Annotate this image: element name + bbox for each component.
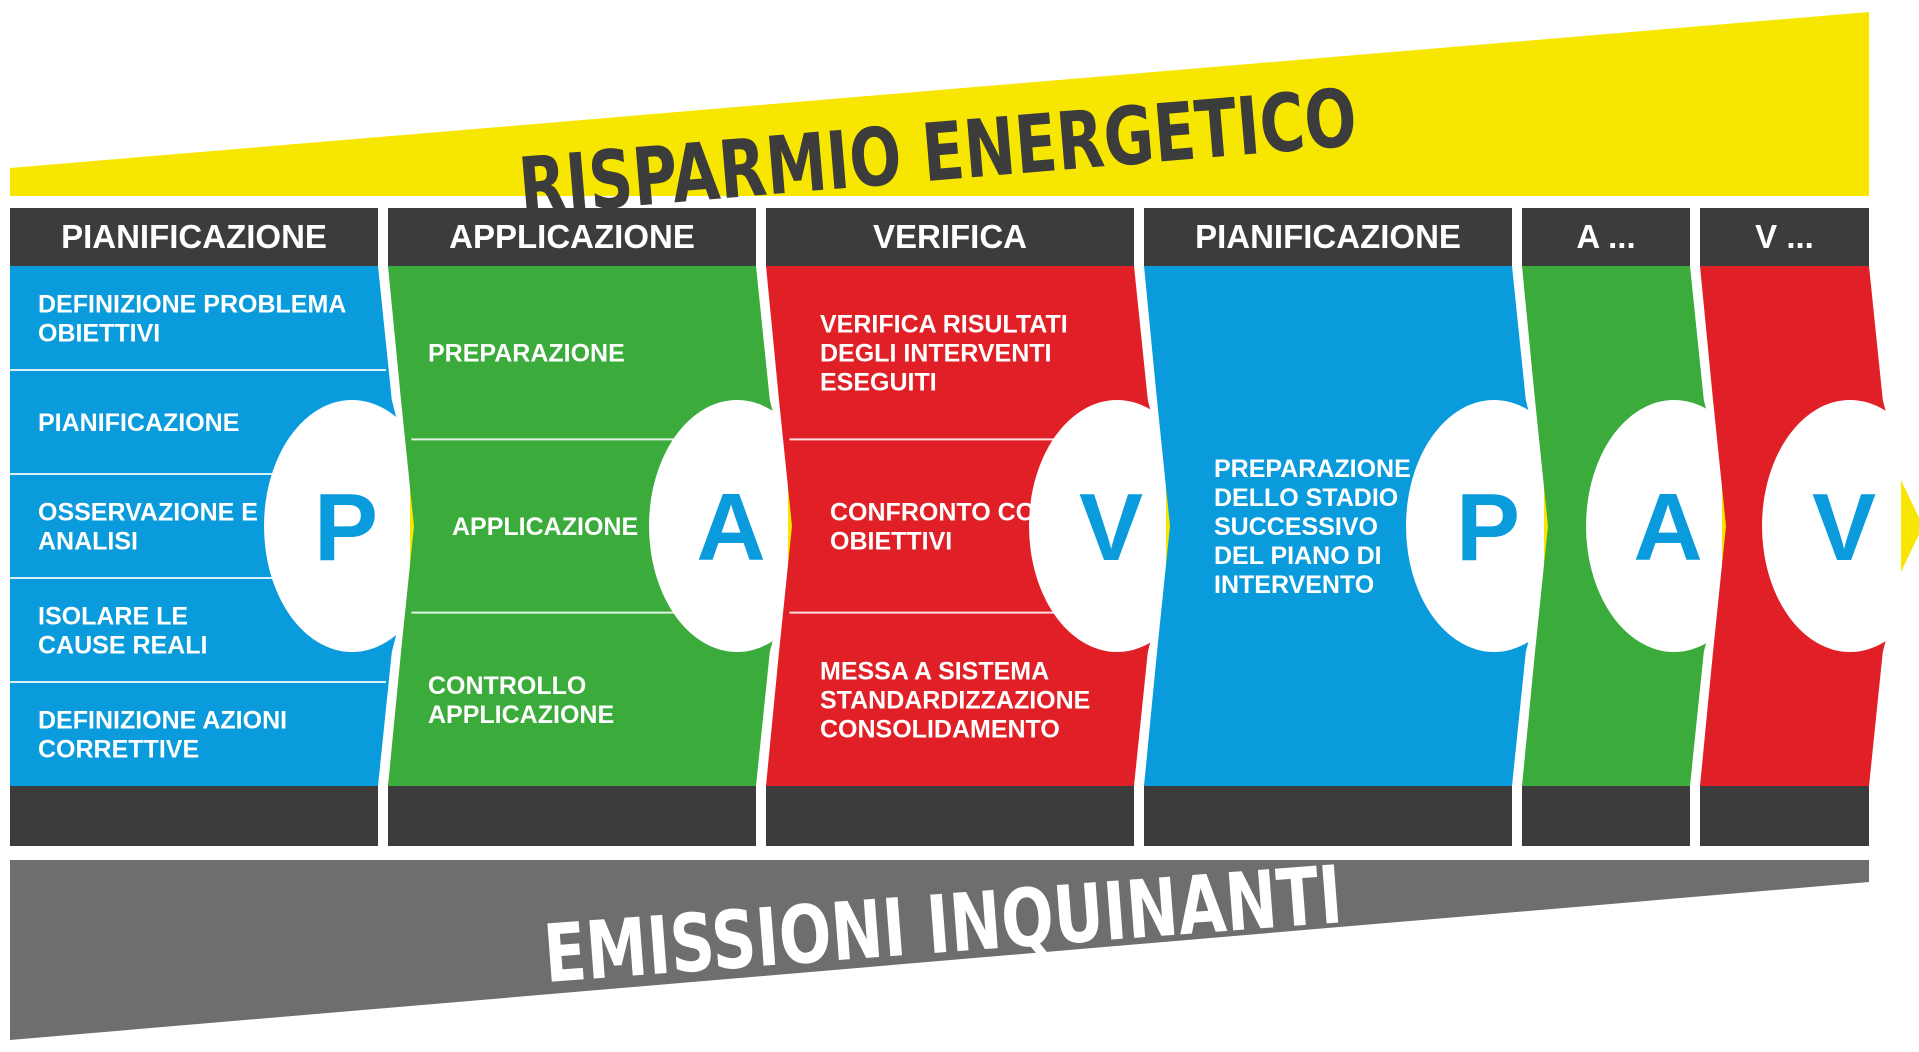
list-item-line: MESSA A SISTEMA bbox=[820, 657, 1049, 685]
column-chevron bbox=[1144, 266, 1558, 786]
column-footer-2 bbox=[388, 786, 756, 846]
column-footer-3 bbox=[766, 786, 1134, 846]
column-headers: PIANIFICAZIONE APPLICAZIONE VERIFICA PIANIF… bbox=[10, 208, 1869, 266]
list-item-line: CONSOLIDAMENTO bbox=[820, 715, 1060, 743]
list-item-line: CAUSE REALI bbox=[38, 632, 207, 660]
column-header-2: APPLICAZIONE bbox=[388, 208, 756, 266]
column-body-6: V bbox=[1700, 266, 1919, 786]
phase-circle bbox=[649, 400, 825, 652]
list-item-line: DEL PIANO DI bbox=[1214, 542, 1382, 570]
list-item-line: STANDARDIZZAZIONE bbox=[820, 686, 1090, 714]
phase-circle bbox=[1029, 400, 1205, 652]
column-footer-4 bbox=[1144, 786, 1512, 846]
arrow-tip-icon bbox=[1901, 480, 1919, 572]
column-header-1: PIANIFICAZIONE bbox=[10, 208, 378, 266]
column-header-label: V ... bbox=[1755, 218, 1814, 255]
phase-letter-v: V bbox=[1812, 474, 1876, 581]
column-footer-6 bbox=[1700, 786, 1869, 846]
column-footers bbox=[10, 786, 1869, 846]
list-item-line: INTERVENTO bbox=[1214, 571, 1374, 599]
phase-letter-v: V bbox=[1079, 474, 1143, 581]
column-chevron bbox=[766, 266, 1180, 786]
bottom-banner-shape bbox=[10, 860, 1869, 1040]
list-item-line: APPLICAZIONE bbox=[452, 513, 638, 541]
list-item-line: OBIETTIVI bbox=[38, 320, 160, 348]
phase-letter-a: A bbox=[696, 474, 765, 581]
list-item: MESSA A SISTEMASTANDARDIZZAZIONECONSOLID… bbox=[820, 657, 1090, 743]
list-item-line: CORRETTIVE bbox=[38, 736, 199, 764]
phase-letter-p: P bbox=[314, 474, 378, 581]
bottom-banner: EMISSIONI INQUINANTI bbox=[10, 848, 1869, 1040]
list-item-line: ISOLARE LE bbox=[38, 603, 188, 631]
top-banner-shape bbox=[10, 12, 1869, 196]
column-footer-5 bbox=[1522, 786, 1690, 846]
column-header-bg bbox=[1522, 208, 1690, 266]
column-header-label: A ... bbox=[1576, 218, 1635, 255]
list-item-line: ESEGUITI bbox=[820, 369, 937, 397]
list-item: APPLICAZIONE bbox=[452, 513, 638, 541]
list-item-line: OSSERVAZIONE E bbox=[38, 499, 258, 527]
phase-letter-p: P bbox=[1456, 474, 1520, 581]
column-header-5: A ... bbox=[1522, 208, 1690, 266]
column-header-bg bbox=[388, 208, 756, 266]
list-item-line: DEGLI INTERVENTI bbox=[820, 340, 1052, 368]
phase-circle bbox=[1586, 400, 1762, 652]
list-item-line: PIANIFICAZIONE bbox=[38, 409, 239, 437]
list-item-line: SUCCESSIVO bbox=[1214, 513, 1378, 541]
column-header-6: V ... bbox=[1700, 208, 1869, 266]
column-header-bg bbox=[10, 208, 378, 266]
column-header-bg bbox=[1144, 208, 1512, 266]
column-header-bg bbox=[766, 208, 1134, 266]
column-header-3: VERIFICA bbox=[766, 208, 1134, 266]
list-item: PIANIFICAZIONE bbox=[38, 409, 239, 437]
phase-circle bbox=[1406, 400, 1582, 652]
phase-circle bbox=[1762, 400, 1919, 652]
column-header-4: PIANIFICAZIONE bbox=[1144, 208, 1512, 266]
list-item-line: VERIFICA RISULTATI bbox=[820, 311, 1068, 339]
list-item-line: CONTROLLO bbox=[428, 672, 586, 700]
column-chevron bbox=[10, 266, 424, 786]
column-header-label: PIANIFICAZIONE bbox=[61, 218, 327, 255]
list-item-line: DEFINIZIONE AZIONI bbox=[38, 707, 287, 735]
list-item-line: CONFRONTO CON bbox=[830, 499, 1053, 527]
column-chevron bbox=[388, 266, 802, 786]
column-body-5: A bbox=[1522, 266, 1762, 786]
column-header-label: PIANIFICAZIONE bbox=[1195, 218, 1461, 255]
list-item-line: PREPARAZIONE bbox=[428, 340, 625, 368]
list-item-line: PREPARAZIONE bbox=[1214, 455, 1411, 483]
column-footer-1 bbox=[10, 786, 378, 846]
list-item-line: DELLO STADIO bbox=[1214, 484, 1398, 512]
top-banner: RISPARMIO ENERGETICO bbox=[10, 12, 1869, 234]
list-item: PREPARAZIONE bbox=[428, 340, 625, 368]
list-item-line: OBIETTIVI bbox=[830, 528, 952, 556]
list-item-line: ANALISI bbox=[38, 528, 138, 556]
phase-letter-a: A bbox=[1633, 474, 1702, 581]
phase-circle bbox=[264, 400, 440, 652]
column-header-bg bbox=[1700, 208, 1869, 266]
column-header-label: APPLICAZIONE bbox=[449, 218, 695, 255]
list-item-line: DEFINIZIONE PROBLEMA bbox=[38, 291, 346, 319]
column-body-2: APREPARAZIONEAPPLICAZIONECONTROLLOAPPLIC… bbox=[388, 266, 825, 786]
column-header-label: VERIFICA bbox=[873, 218, 1027, 255]
list-item-line: APPLICAZIONE bbox=[428, 701, 614, 729]
